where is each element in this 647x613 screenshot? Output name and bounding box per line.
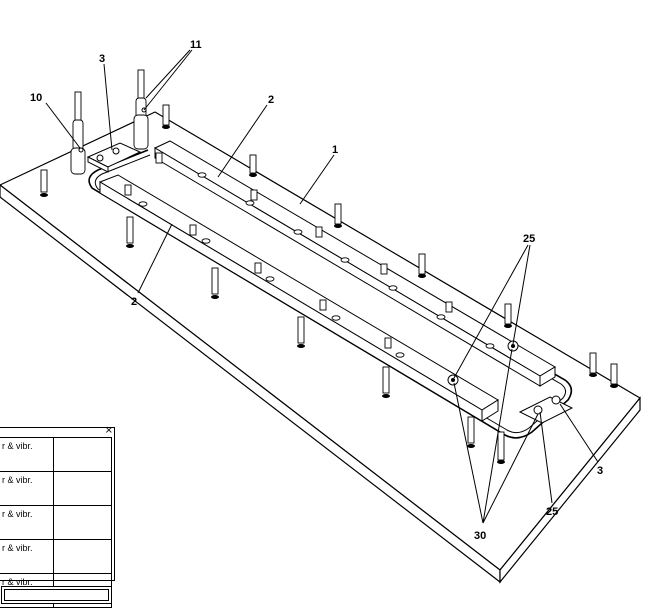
callout-1: 1 bbox=[332, 144, 338, 156]
callout-3-top: 3 bbox=[99, 53, 105, 65]
callout-11: 11 bbox=[190, 39, 202, 51]
bar-holes bbox=[138, 172, 495, 358]
overlay-table-panel: × r & vibr. r & vibr. r & vibr. r & vibr… bbox=[0, 425, 115, 608]
table-cell-label: r & vibr. bbox=[0, 437, 54, 472]
gasket-loop bbox=[88, 145, 573, 439]
table-row: r & vibr. bbox=[0, 437, 112, 472]
callout-25-right: 25 bbox=[523, 233, 535, 245]
table-cell-value[interactable] bbox=[52, 437, 112, 472]
panel-footer-inner bbox=[4, 589, 109, 601]
mounting-studs bbox=[40, 104, 618, 464]
table-row: r & vibr. bbox=[0, 505, 112, 540]
panel-footer-field[interactable] bbox=[1, 586, 112, 604]
leader-lines bbox=[45, 49, 599, 524]
table-cell-value[interactable] bbox=[52, 471, 112, 506]
callout-10: 10 bbox=[30, 92, 42, 104]
connector-11 bbox=[133, 69, 149, 150]
table-cell-value[interactable] bbox=[52, 539, 112, 574]
vibration-table: r & vibr. r & vibr. r & vibr. r & vibr. … bbox=[0, 437, 112, 608]
table-row: r & vibr. bbox=[0, 471, 112, 506]
table-cell-label: r & vibr. bbox=[0, 505, 54, 540]
retainer-bar-lower bbox=[98, 174, 499, 422]
callout-2-left: 2 bbox=[131, 296, 137, 308]
callout-2-top: 2 bbox=[268, 94, 274, 106]
callout-3-right: 3 bbox=[597, 465, 603, 477]
table-cell-label: r & vibr. bbox=[0, 471, 54, 506]
connector-10 bbox=[70, 91, 86, 175]
table-row: r & vibr. bbox=[0, 539, 112, 574]
callout-25-bottom: 25 bbox=[546, 506, 558, 518]
table-cell-value[interactable] bbox=[52, 505, 112, 540]
connector-block-3 bbox=[86, 142, 142, 173]
callout-30: 30 bbox=[474, 530, 486, 542]
close-icon[interactable]: × bbox=[104, 425, 113, 436]
table-cell-label: r & vibr. bbox=[0, 539, 54, 574]
